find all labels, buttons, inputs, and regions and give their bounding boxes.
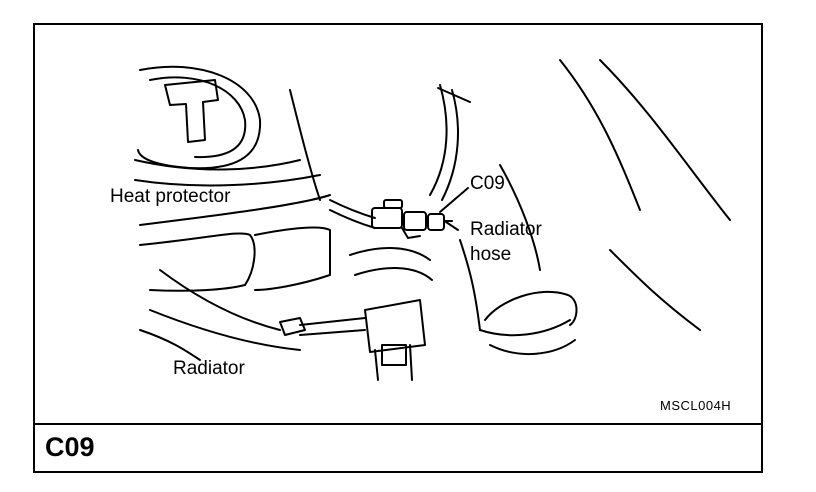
leader-hose [445,221,459,231]
caption-divider [33,423,763,425]
radiator-hose-drawing [459,59,731,356]
figure-title: C09 [45,432,95,462]
label-heat-protector: Heat protector [110,186,231,207]
label-radiator: Radiator [173,358,245,379]
heat-protector-drawing [134,65,331,292]
label-connector-c09: C09 [470,173,505,194]
radiator-drawing [139,247,433,381]
connector-c09-drawing [329,84,471,239]
label-radiator-hose-line2: hose [470,244,512,265]
leader-c09 [439,187,469,213]
figure-code: MSCL004H [660,398,732,413]
label-radiator-hose-line1: Radiator [470,219,542,240]
figure-frame [33,23,763,473]
